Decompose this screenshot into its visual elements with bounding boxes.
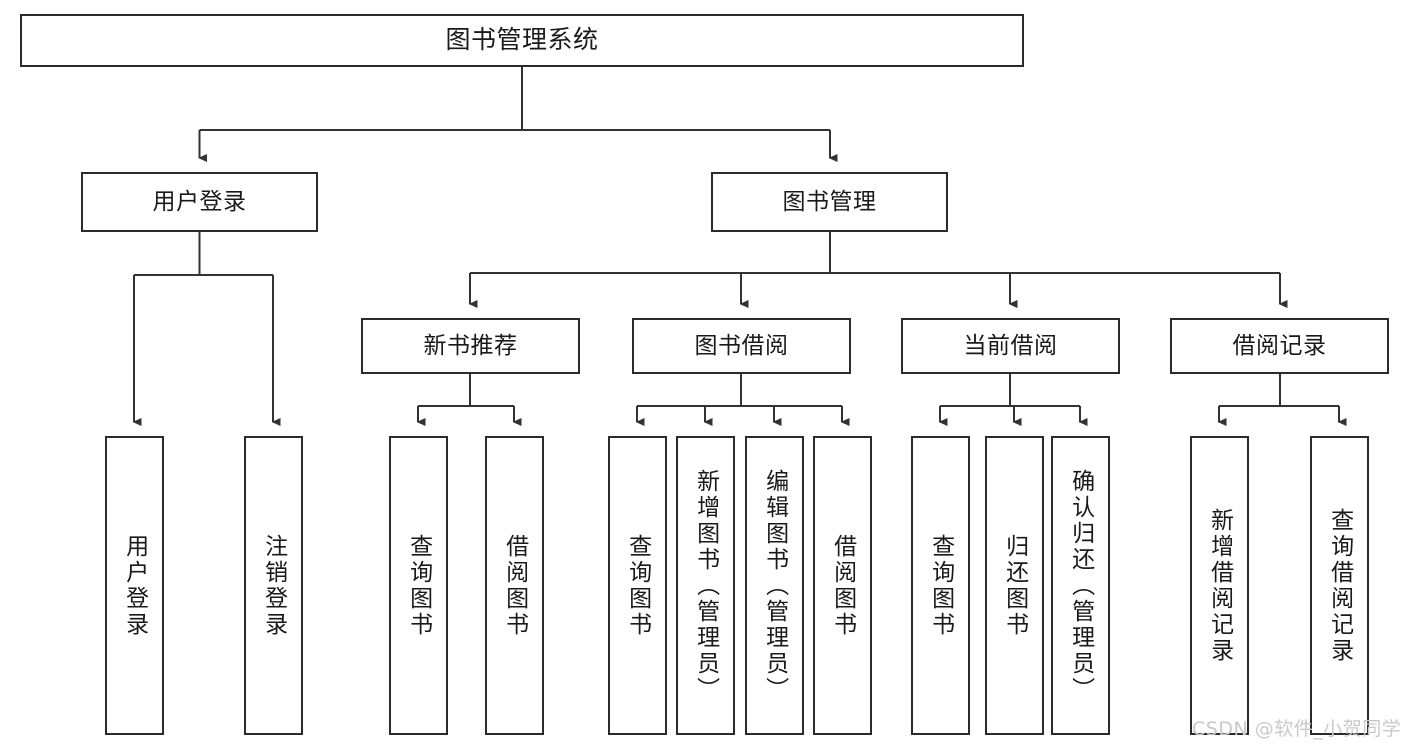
node-leaf-confirm-return-admin[interactable]: 确认归还（管理员） [1051, 436, 1110, 735]
node-label: 图书管理 [782, 188, 877, 215]
node-label: 用户登录 [152, 188, 247, 215]
node-label: 查询借阅记录 [1326, 507, 1353, 664]
node-label: 借阅记录 [1232, 332, 1327, 359]
node-leaf-query-book-3[interactable]: 查询图书 [911, 436, 970, 735]
node-label: 当前借阅 [963, 332, 1058, 359]
node-label: 编辑图书（管理员） [761, 468, 788, 703]
node-new-book-recommend[interactable]: 新书推荐 [361, 318, 580, 374]
node-leaf-logout-login[interactable]: 注销登录 [244, 436, 303, 735]
node-leaf-edit-book-admin[interactable]: 编辑图书（管理员） [745, 436, 804, 735]
csdn-watermark: CSDN @软件_小贺同学 [1192, 718, 1402, 740]
node-leaf-borrow-book-2[interactable]: 借阅图书 [813, 436, 872, 735]
node-label: 注销登录 [260, 533, 287, 638]
node-leaf-user-login[interactable]: 用户登录 [105, 436, 164, 735]
node-current-borrow[interactable]: 当前借阅 [901, 318, 1120, 374]
node-root-book-management-system[interactable]: 图书管理系统 [20, 14, 1024, 67]
node-leaf-add-borrow-record[interactable]: 新增借阅记录 [1190, 436, 1249, 735]
node-label: 借阅图书 [501, 533, 528, 638]
node-book-borrow[interactable]: 图书借阅 [632, 318, 851, 374]
node-label: 新增图书（管理员） [692, 468, 719, 703]
node-leaf-query-borrow-record[interactable]: 查询借阅记录 [1310, 436, 1369, 735]
node-user-login[interactable]: 用户登录 [81, 172, 318, 232]
node-book-management[interactable]: 图书管理 [711, 172, 948, 232]
node-label: 新书推荐 [423, 332, 518, 359]
node-leaf-borrow-book-1[interactable]: 借阅图书 [485, 436, 544, 735]
node-leaf-add-book-admin[interactable]: 新增图书（管理员） [676, 436, 735, 735]
node-label: 确认归还（管理员） [1067, 468, 1094, 703]
node-label: 新增借阅记录 [1206, 507, 1233, 664]
node-label: 图书管理系统 [445, 25, 599, 55]
node-label: 图书借阅 [694, 332, 789, 359]
node-label: 归还图书 [1001, 533, 1028, 638]
node-label: 查询图书 [927, 533, 954, 638]
node-label: 借阅图书 [829, 533, 856, 638]
node-leaf-query-book-1[interactable]: 查询图书 [389, 436, 448, 735]
node-borrow-record[interactable]: 借阅记录 [1170, 318, 1389, 374]
node-label: 用户登录 [121, 533, 148, 638]
node-leaf-return-book[interactable]: 归还图书 [985, 436, 1044, 735]
node-label: 查询图书 [624, 533, 651, 638]
node-leaf-query-book-2[interactable]: 查询图书 [608, 436, 667, 735]
node-label: 查询图书 [405, 533, 432, 638]
